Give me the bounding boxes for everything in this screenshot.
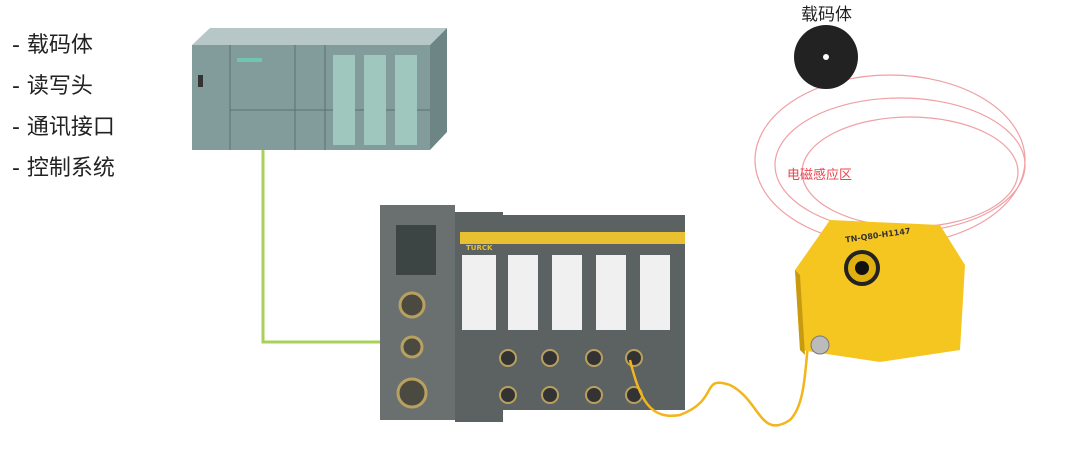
field-rings	[754, 74, 1026, 246]
list-item: - 通讯接口	[12, 115, 115, 140]
list-item: - 载码体	[12, 33, 93, 58]
network-link	[261, 150, 392, 344]
plc-controller	[192, 28, 447, 150]
read-write-head	[795, 220, 965, 362]
list-item: - 控制系统	[12, 156, 115, 181]
list-item: - 读写头	[12, 74, 93, 99]
field-label: 电磁感应区	[787, 168, 853, 183]
tag-label: 载码体	[801, 5, 852, 25]
tag-disc	[794, 25, 858, 89]
io-station	[380, 205, 685, 422]
components-list: - 载码体 - 读写头 - 通讯接口 - 控制系统	[12, 28, 115, 192]
brand-label: TURCK	[466, 244, 493, 252]
reader-cable	[628, 344, 810, 427]
